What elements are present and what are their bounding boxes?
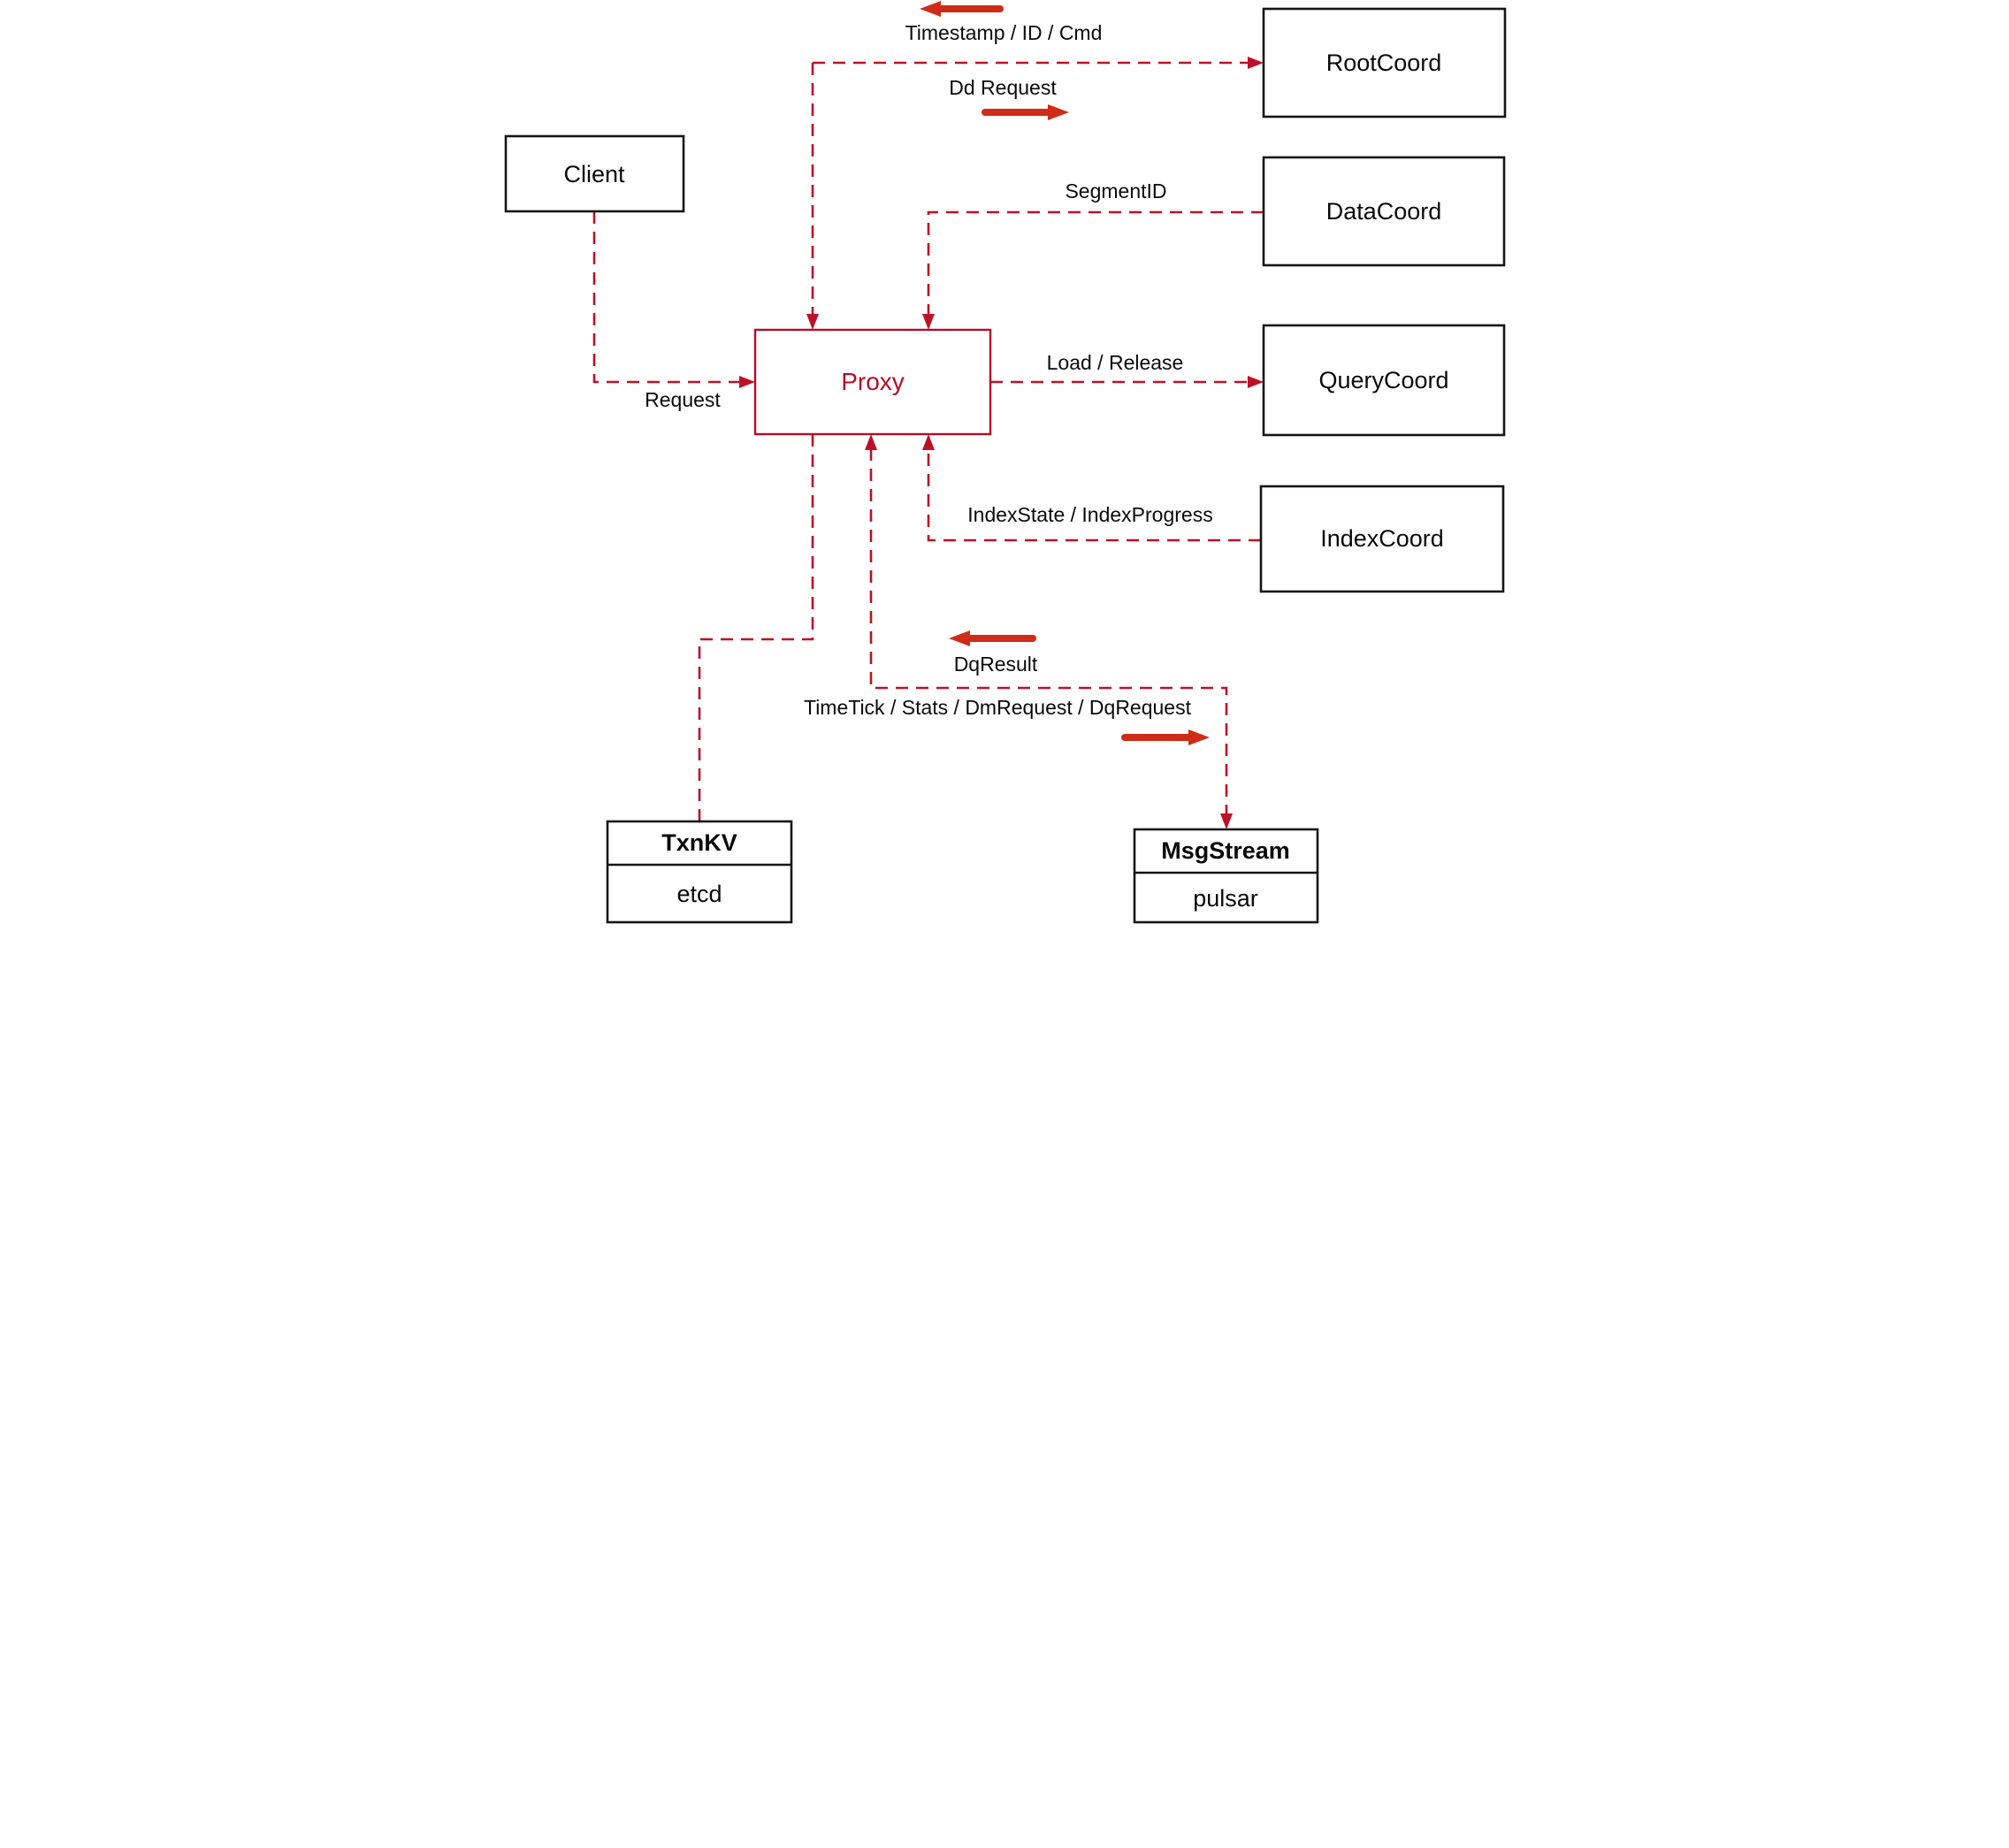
architecture-diagram: Timestamp / ID / Cmd Dd Request SegmentI… <box>502 0 1507 924</box>
edge-label-time-tick: TimeTick / Stats / DmRequest / DqRequest <box>804 696 1192 719</box>
node-indexcoord-label: IndexCoord <box>1320 525 1444 552</box>
node-msgstream-subtitle: pulsar <box>1193 885 1258 912</box>
edge-proxy-msgstream <box>865 434 1233 829</box>
arrowhead-into-proxy-top-left <box>806 314 819 330</box>
node-txnkv: TxnKV etcd <box>606 820 793 924</box>
edge-label-request: Request <box>645 388 721 411</box>
edge-label-index-state: IndexState / IndexProgress <box>967 503 1212 526</box>
arrowhead-into-rootcoord <box>1248 57 1264 69</box>
node-querycoord-label: QueryCoord <box>1318 367 1448 393</box>
node-querycoord: QueryCoord <box>1262 324 1506 437</box>
edge-client-proxy <box>592 211 755 388</box>
arrowhead-into-msgstream <box>1220 813 1233 829</box>
dq-result-direction-arrow-left-icon <box>949 630 1036 646</box>
node-rootcoord-label: RootCoord <box>1326 50 1442 76</box>
arrowhead-into-proxy-bottom-right <box>922 434 935 450</box>
node-txnkv-title: TxnKV <box>661 829 737 856</box>
edge-label-dd-request: Dd Request <box>949 76 1057 99</box>
arrowhead-into-proxy-left <box>739 376 755 388</box>
arrowhead-into-proxy-bottom-left <box>865 434 877 450</box>
node-client: Client <box>504 134 685 213</box>
timestamp-direction-arrow-left-icon <box>920 1 1004 17</box>
node-proxy: Proxy <box>753 328 992 436</box>
node-rootcoord: RootCoord <box>1262 7 1507 118</box>
edge-label-timestamp: Timestamp / ID / Cmd <box>905 21 1103 44</box>
node-datacoord: DataCoord <box>1262 156 1506 267</box>
edge-indexcoord-proxy <box>922 434 1261 542</box>
edge-label-load-release: Load / Release <box>1047 351 1184 374</box>
arrowhead-into-querycoord <box>1248 376 1264 388</box>
node-proxy-label: Proxy <box>841 368 905 395</box>
edge-label-segment-id: SegmentID <box>1065 179 1166 202</box>
edge-proxy-rootcoord <box>806 57 1264 330</box>
edge-proxy-querycoord <box>990 376 1264 388</box>
edge-label-dq-result: DqResult <box>954 653 1038 676</box>
arrowhead-into-proxy-top-right <box>922 314 935 330</box>
node-msgstream-title: MsgStream <box>1161 837 1290 864</box>
edge-proxy-txnkv <box>698 434 814 821</box>
node-msgstream: MsgStream pulsar <box>1133 828 1319 924</box>
dd-request-direction-arrow-right-icon <box>982 104 1069 120</box>
diagram-canvas: Timestamp / ID / Cmd Dd Request SegmentI… <box>504 1 1507 924</box>
node-datacoord-label: DataCoord <box>1326 198 1442 225</box>
edge-datacoord-proxy <box>922 210 1264 330</box>
node-indexcoord: IndexCoord <box>1259 485 1505 593</box>
time-tick-direction-arrow-right-icon <box>1121 729 1210 745</box>
node-client-label: Client <box>563 161 625 187</box>
node-txnkv-subtitle: etcd <box>676 881 722 907</box>
